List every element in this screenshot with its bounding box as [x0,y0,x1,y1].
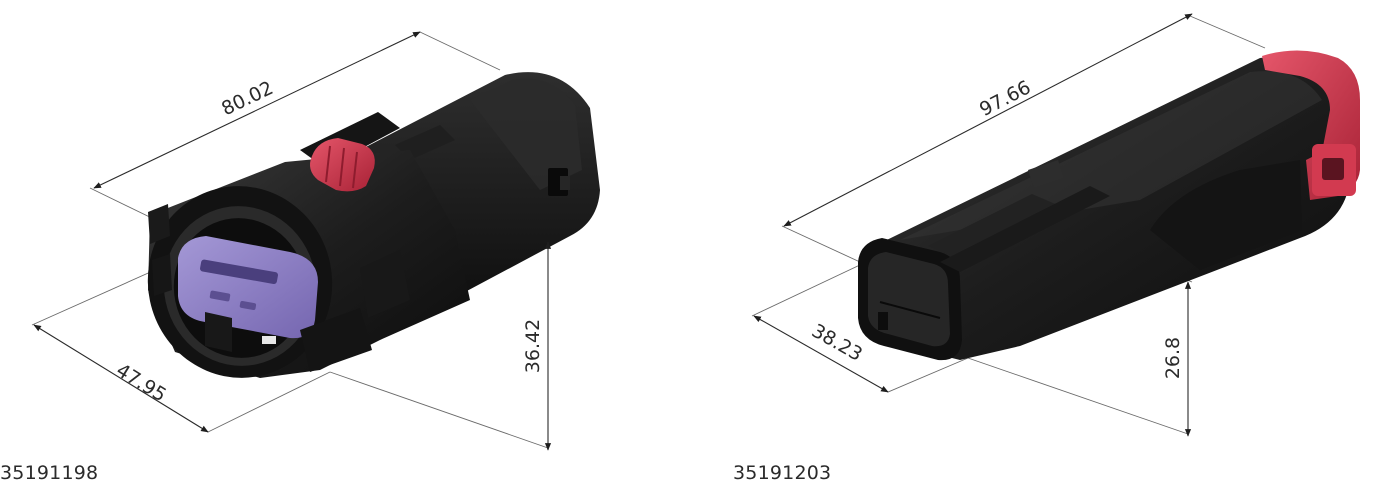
connector-35191198: 80.02 47.95 36.42 [31,31,600,451]
dimension-length-label: 97.66 [976,76,1034,121]
dimension-width-label: 47.95 [112,359,170,406]
dimension-height-label: 26.8 [1162,337,1184,379]
dimension-height-part-2: 26.8 [1162,281,1192,437]
connector-35191203: 97.66 38.23 26.8 [751,13,1360,437]
purple-terminal-insert [178,236,318,339]
part-number-label: 35191198 [0,462,99,484]
dimension-height-part-1: 36.42 [522,241,552,451]
dimension-width-label: 38.23 [808,320,866,366]
dimension-height-label: 36.42 [522,319,544,373]
red-end-cap [1262,50,1360,200]
dimension-length-label: 80.02 [218,77,277,120]
part-number-label: 35191203 [733,462,832,484]
